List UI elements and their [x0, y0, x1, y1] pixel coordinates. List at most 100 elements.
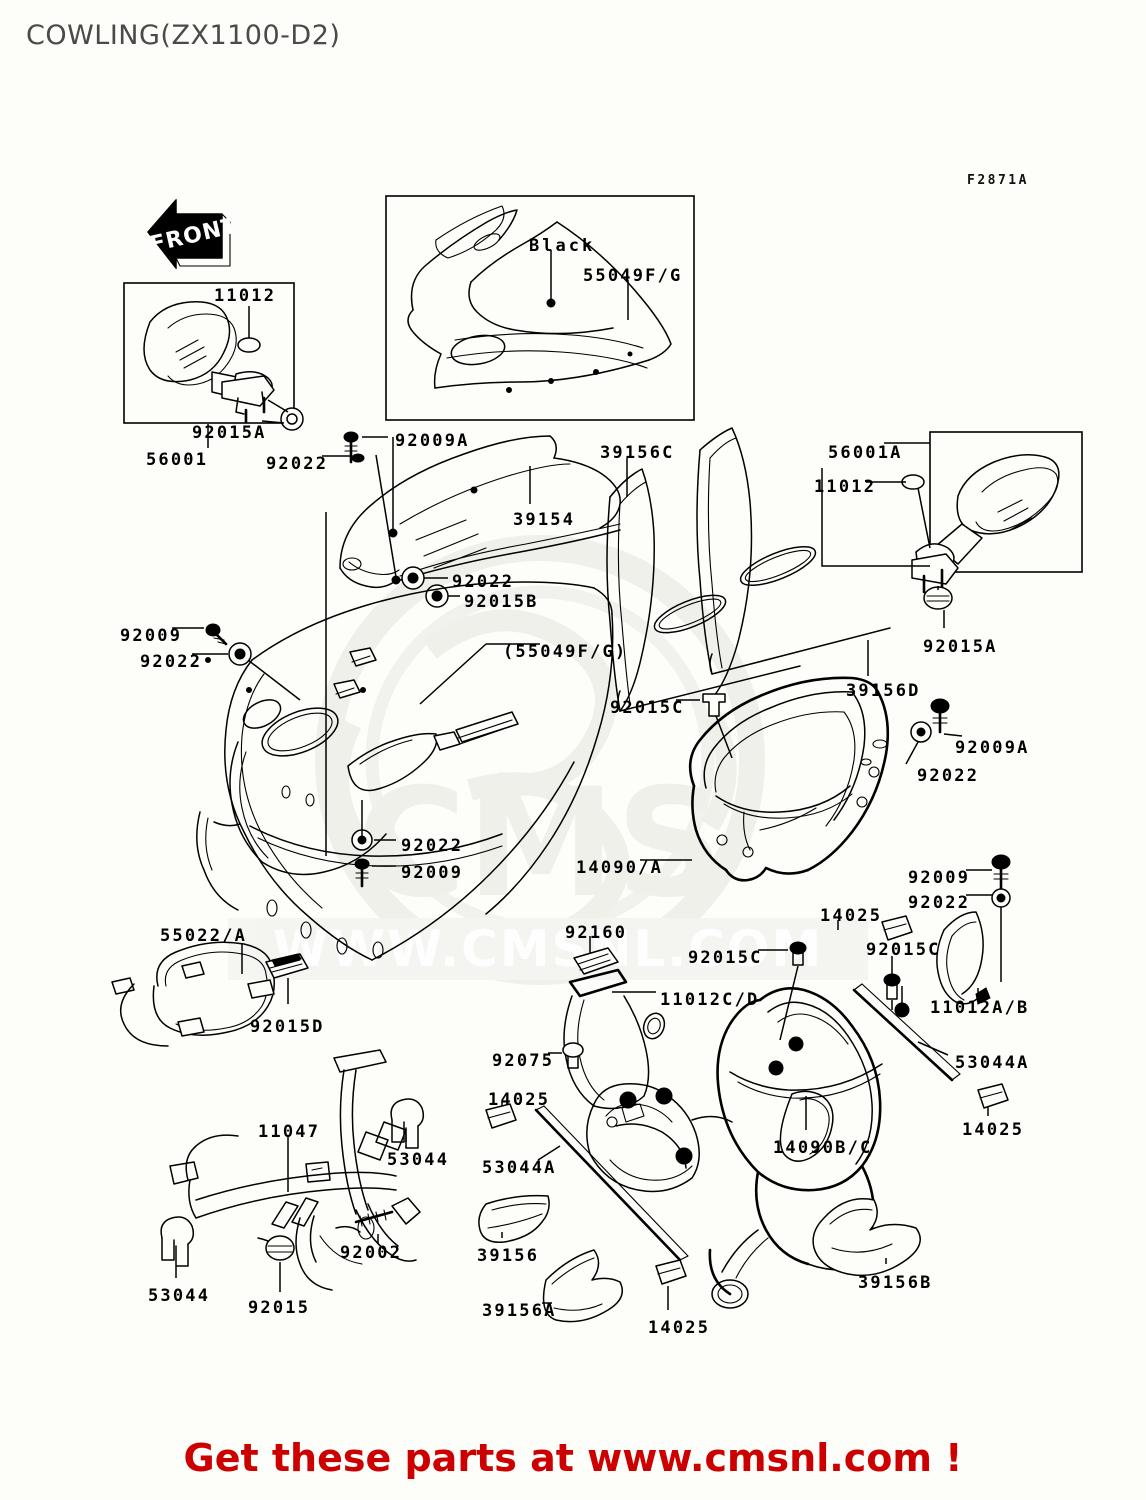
diagram-code: F2871A: [967, 173, 1029, 188]
part-label: 14090B/C: [773, 1138, 873, 1158]
part-label: 92009: [401, 863, 464, 883]
part-label: 92015A: [192, 423, 267, 443]
washer-92022-top: [351, 453, 365, 463]
pad-39156b: [812, 1198, 921, 1277]
part-label: 92015C: [688, 948, 763, 968]
screw-92009-lower-right: [991, 854, 1011, 890]
pad-14025-d: [655, 1259, 687, 1285]
bolt-92002: [354, 1197, 421, 1227]
part-label: 39154: [513, 510, 576, 530]
upper-cowling-55049: [196, 581, 614, 961]
part-label: 14025: [488, 1090, 551, 1110]
part-label: 92022: [140, 652, 203, 672]
part-label: 92022: [401, 836, 464, 856]
right-mirror-part: [821, 442, 1060, 628]
duct-11012ab: [936, 911, 991, 1005]
nut-92015a-right: [923, 586, 953, 610]
part-label: 56001A: [828, 443, 903, 463]
part-label: 92015A: [923, 637, 998, 657]
side-panel-39156d: [696, 427, 891, 697]
screw-92009-left: [205, 623, 228, 646]
plug-92015c-top: [702, 693, 726, 717]
windscreen-39154: [339, 435, 621, 589]
pad-39156: [478, 1194, 550, 1243]
duct-11012cd: [563, 968, 666, 1110]
part-label: 11012A/B: [930, 998, 1030, 1018]
part-label: 39156C: [600, 443, 675, 463]
part-label: 92015C: [610, 698, 685, 718]
part-label: 56001: [146, 450, 209, 470]
part-label: 11012: [814, 477, 877, 497]
part-label: 92009A: [395, 431, 470, 451]
part-label: Black: [529, 236, 596, 256]
part-label: 39156B: [858, 1273, 933, 1293]
right-mirror-box: [929, 431, 1083, 573]
part-label: 53044A: [955, 1053, 1030, 1073]
part-label: 55022/A: [160, 926, 248, 946]
part-label: 92022: [917, 766, 980, 786]
screw-92009-cowl: [354, 858, 370, 888]
part-label: 53044: [387, 1150, 450, 1170]
part-label: 92022: [266, 454, 329, 474]
washer-92022-left: [228, 642, 252, 666]
washer-92022-mid: [401, 566, 425, 590]
part-label: 53044: [148, 1286, 211, 1306]
part-label: 11012C/D: [660, 990, 760, 1010]
screw-92009a-top: [343, 431, 359, 464]
part-label: 92009: [908, 868, 971, 888]
part-label: 14090/A: [576, 858, 664, 878]
cable-guide-92160: [573, 947, 619, 975]
plug-92075: [562, 1042, 584, 1069]
screw-92009a-right: [930, 698, 950, 734]
part-label: 55049F/G: [583, 266, 683, 286]
side-panel-39156c: [606, 468, 801, 712]
part-label: 92009A: [955, 738, 1030, 758]
part-label: 53044A: [482, 1158, 557, 1178]
part-label: 14025: [820, 906, 883, 926]
pad-39156a: [542, 1249, 623, 1323]
footer-promo-text: Get these parts at www.cmsnl.com !: [183, 1436, 963, 1480]
part-label: 92009: [120, 626, 183, 646]
part-label: 14025: [962, 1120, 1025, 1140]
washer-92022-lower-right: [991, 888, 1011, 908]
pad-14025-a: [881, 915, 913, 941]
strip-53044a-right: [852, 983, 961, 1082]
nut-92015-frame: [265, 1235, 295, 1261]
strip-53044a-left: [534, 1105, 689, 1262]
watermark-url: WWW.CMSNL.COM: [273, 920, 824, 978]
part-label: 39156A: [482, 1301, 557, 1321]
part-label: 39156: [477, 1246, 540, 1266]
washer-92022-right: [910, 721, 932, 743]
part-label: 92160: [565, 923, 628, 943]
windscreen-box: [385, 195, 695, 421]
windscreen-part: [407, 205, 672, 393]
part-label: 92015B: [464, 592, 539, 612]
part-label: 92022: [452, 572, 515, 592]
page-title: COWLING(ZX1100-D2): [26, 20, 341, 51]
plug-92015c-right: [883, 973, 901, 1000]
clip-92015d: [265, 953, 309, 979]
watermark-brand: CMS: [356, 757, 723, 931]
plug-92015c-mid: [789, 941, 807, 966]
inner-panel-14090a: [688, 676, 890, 882]
front-arrow-icon: FRONT: [147, 198, 240, 270]
part-label: 92015: [248, 1298, 311, 1318]
left-mirror-box: [123, 282, 295, 424]
part-label: (55049F/G): [503, 642, 628, 662]
part-label: 92015C: [866, 940, 941, 960]
stay-frame-11047: [169, 1049, 417, 1291]
part-label: 39156D: [846, 681, 921, 701]
part-label: 92075: [492, 1051, 555, 1071]
bracket-55022a: [111, 941, 275, 1047]
part-label: 11012: [214, 286, 277, 306]
nut-92015a-left: [280, 407, 304, 431]
part-label: 92002: [340, 1243, 403, 1263]
pad-14025-b: [977, 1083, 1009, 1109]
part-label: 11047: [258, 1122, 321, 1142]
clip-53044-a: [390, 1098, 425, 1149]
part-label: 92015D: [250, 1017, 325, 1037]
part-label: 14025: [648, 1318, 711, 1338]
part-label: 92022: [908, 893, 971, 913]
